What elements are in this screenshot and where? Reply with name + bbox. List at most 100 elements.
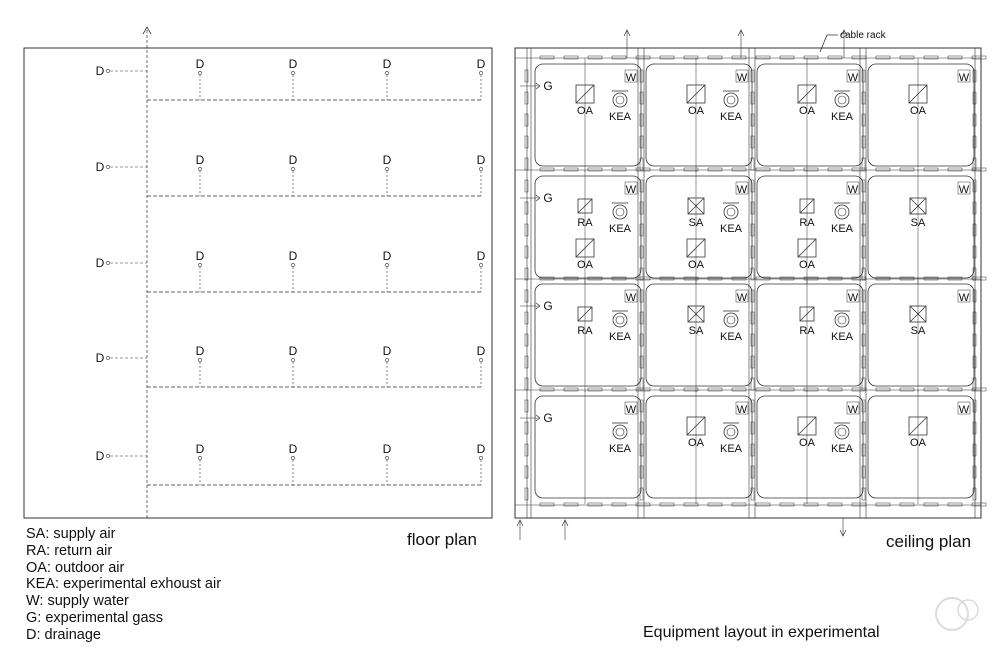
cable-rack-label: cable rack	[840, 30, 887, 41]
cable-rack-slot	[639, 465, 644, 479]
drain-point-icon	[198, 456, 202, 460]
outdoor-air-label: OA	[799, 437, 816, 449]
cable-rack-slot	[972, 245, 977, 259]
ceiling-cell: WOA	[867, 390, 975, 504]
ceiling-panel	[756, 395, 864, 499]
exhaust-label: KEA	[720, 111, 743, 123]
exhaust-fan-icon	[612, 92, 628, 108]
supply-air-icon-stroke	[909, 197, 927, 215]
cable-rack-slot	[947, 502, 963, 507]
riser-arrow-icon	[142, 26, 152, 35]
cable-rack-slot	[875, 276, 891, 281]
riser-arrow-icon	[839, 529, 847, 537]
cable-rack-slot	[971, 55, 987, 60]
return-air-icon	[799, 306, 815, 322]
exhaust-label: KEA	[720, 331, 743, 343]
legend-item-g: G: experimental gass	[26, 609, 164, 626]
cable-rack-slot	[971, 502, 987, 507]
outdoor-air-label: OA	[688, 437, 705, 449]
ceiling-panel	[534, 395, 642, 499]
legend-item-d: D: drainage	[26, 626, 101, 643]
gas-arrow-icon	[535, 194, 541, 202]
cable-rack-slot	[851, 55, 867, 60]
exhaust-fan-icon-inner	[837, 427, 847, 437]
exhaust-fan-icon-inner	[726, 427, 736, 437]
cable-rack-slot	[861, 267, 866, 281]
cable-rack-slot	[524, 289, 529, 303]
cable-rack-slot	[750, 289, 755, 303]
exhaust-fan-icon-inner	[726, 207, 736, 217]
drain-point-icon	[291, 263, 295, 267]
cable-rack-slot	[587, 55, 603, 60]
drain-point-icon	[106, 356, 110, 360]
cable-rack-slot	[524, 135, 529, 149]
outdoor-air-icon	[908, 416, 928, 436]
cable-rack-slot	[972, 377, 977, 391]
cable-rack-slot	[827, 387, 843, 392]
water-label: W	[737, 292, 748, 304]
return-air-label: RA	[799, 217, 815, 229]
cable-rack-slot	[971, 276, 987, 281]
cable-rack-slot	[861, 245, 866, 259]
cable-rack-slot	[861, 311, 866, 325]
riser-arrow-icon	[516, 519, 524, 527]
cable-rack-slot	[923, 276, 939, 281]
drain-label: D	[289, 153, 298, 167]
exhaust-label: KEA	[609, 443, 632, 455]
cable-rack-slot	[635, 55, 651, 60]
gas-label: G	[543, 79, 552, 93]
cable-rack-slot	[972, 355, 977, 369]
cable-rack-slot	[972, 399, 977, 413]
cable-rack-slot	[861, 465, 866, 479]
supply-air-icon	[909, 305, 927, 323]
water-label: W	[959, 292, 970, 304]
water-valve-icon	[957, 181, 971, 195]
cable-rack-slot	[639, 333, 644, 347]
drain-label: D	[383, 249, 392, 263]
outdoor-air-label: OA	[799, 105, 816, 117]
cable-rack-slot	[539, 387, 555, 392]
outdoor-air-label: OA	[688, 105, 705, 117]
ceiling-panel	[645, 175, 753, 279]
cable-rack-slot	[803, 276, 819, 281]
cable-rack-slot	[972, 311, 977, 325]
ceiling-panel	[867, 283, 975, 387]
ceiling-panel	[534, 283, 642, 387]
cable-rack-slot	[827, 502, 843, 507]
cable-rack-slot	[750, 443, 755, 457]
ceiling-plan-border	[514, 47, 982, 519]
cable-rack-slot	[803, 387, 819, 392]
cable-rack-slot	[524, 223, 529, 237]
drain-label: D	[383, 57, 392, 71]
cable-rack-slot	[972, 333, 977, 347]
supply-air-icon	[687, 305, 705, 323]
drain-point-icon	[291, 358, 295, 362]
water-label: W	[626, 292, 637, 304]
cable-rack-slot	[639, 69, 644, 83]
exhaust-fan-icon-inner	[615, 315, 625, 325]
drain-label: D	[196, 344, 205, 358]
drain-point-icon	[198, 167, 202, 171]
ceiling-cell: WOA	[867, 58, 975, 172]
cable-rack-slot	[731, 387, 747, 392]
supply-air-icon-stroke	[687, 197, 705, 215]
riser-arrow-icon	[737, 29, 745, 37]
exhaust-label: KEA	[831, 111, 854, 123]
water-label: W	[737, 184, 748, 196]
cable-rack-slot	[827, 55, 843, 60]
gas-arrow-icon	[535, 302, 541, 310]
cable-rack-slot	[861, 421, 866, 435]
ceiling-panel	[756, 63, 864, 167]
cable-rack-slot	[683, 387, 699, 392]
cable-rack-slot	[947, 276, 963, 281]
cable-rack-slot	[524, 113, 529, 127]
water-label: W	[848, 404, 859, 416]
figure-caption: Equipment layout in experimental	[643, 624, 880, 641]
water-label: W	[959, 404, 970, 416]
cable-rack-slot	[861, 201, 866, 215]
outdoor-air-label: OA	[688, 259, 705, 271]
cable-rack-slot	[750, 201, 755, 215]
exhaust-fan-icon	[723, 312, 739, 328]
